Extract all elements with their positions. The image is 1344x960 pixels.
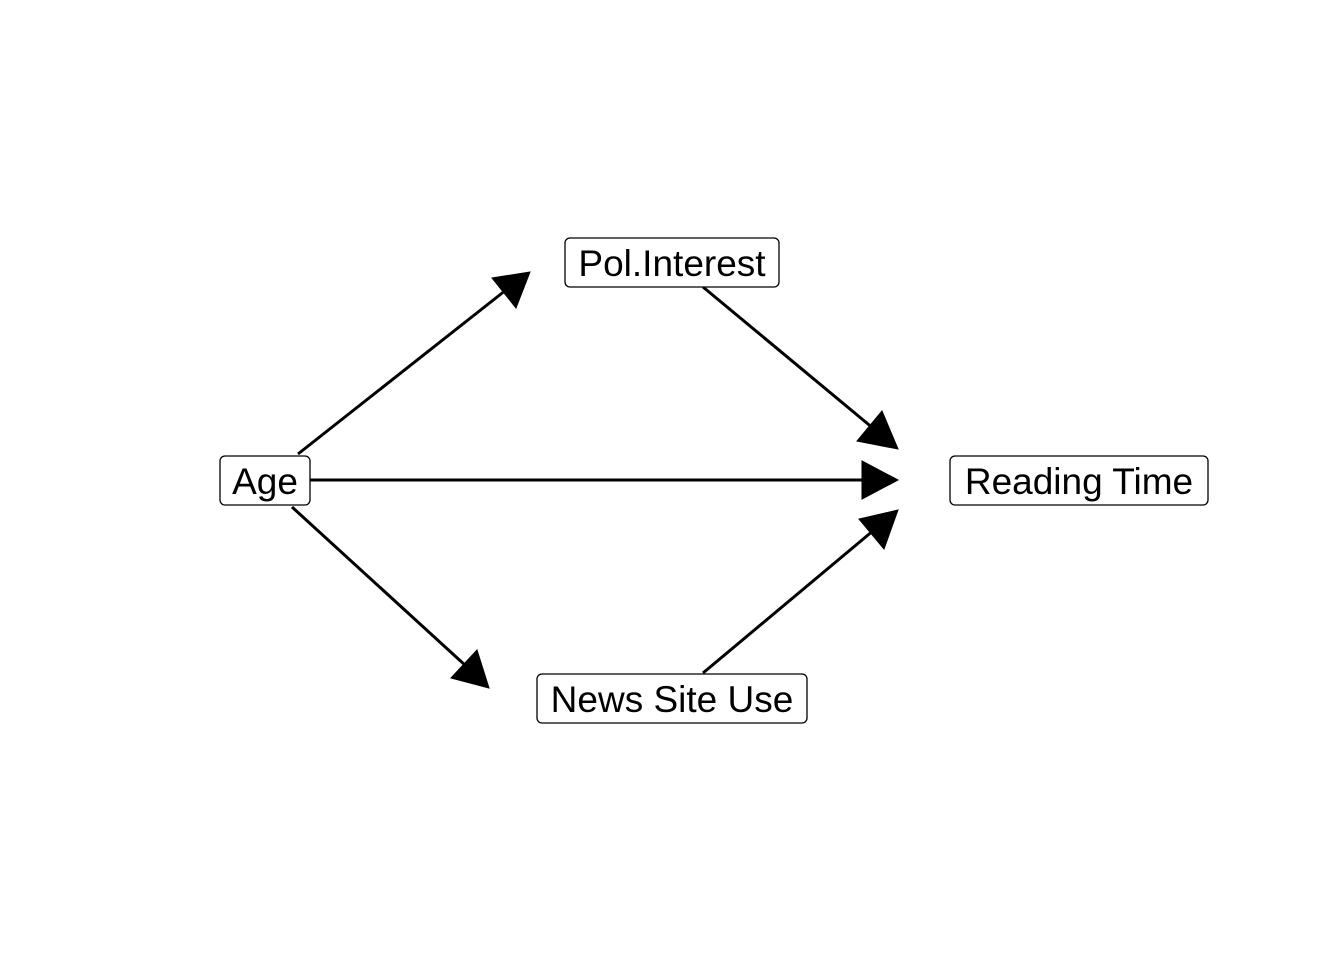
edge-pol-interest-to-reading-time <box>702 285 899 450</box>
arrowhead-icon <box>858 509 899 550</box>
arrowhead-icon <box>491 271 531 309</box>
node-box <box>564 237 780 288</box>
node-label-pol-interest: Pol.Interest <box>578 243 766 284</box>
node-pol-interest: Pol.Interest <box>564 237 780 288</box>
edge-age-to-news-site-use <box>290 505 490 689</box>
node-box <box>536 673 808 724</box>
node-label-reading-time: Reading Time <box>965 461 1193 502</box>
node-box <box>949 455 1209 506</box>
node-reading-time: Reading Time <box>949 455 1209 506</box>
edge-age-to-pol-interest <box>297 271 531 456</box>
node-label-news-site-use: News Site Use <box>551 679 794 720</box>
node-box <box>219 455 311 506</box>
edge-age-to-reading-time <box>310 460 900 500</box>
edges <box>290 271 900 689</box>
arrowhead-icon <box>450 649 490 689</box>
node-age: Age <box>219 455 311 506</box>
arrowhead-icon <box>856 410 899 450</box>
node-news-site-use: News Site Use <box>536 673 808 724</box>
arrowhead-icon <box>861 460 900 500</box>
edge-news-site-use-to-reading-time <box>702 509 899 675</box>
node-label-age: Age <box>232 461 298 502</box>
